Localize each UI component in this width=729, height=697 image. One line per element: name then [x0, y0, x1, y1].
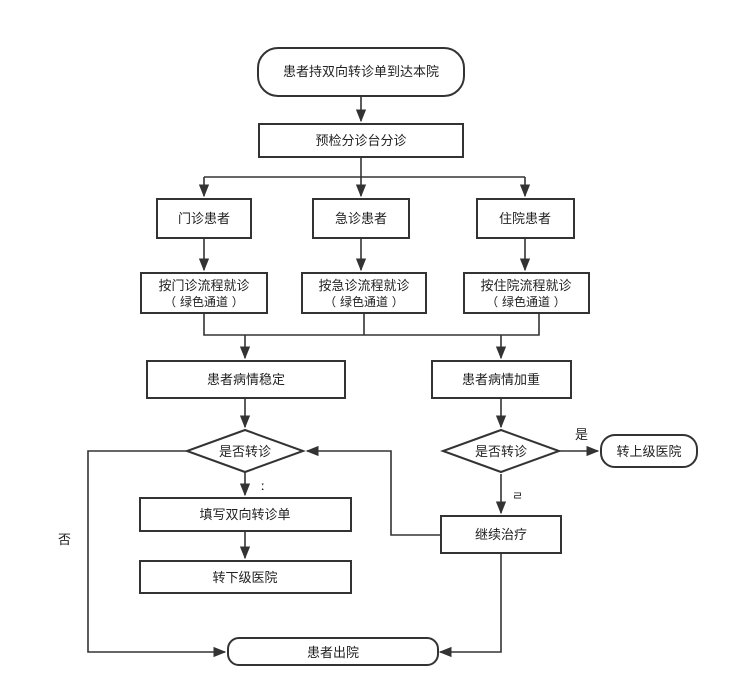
decision-right-node: 是否转诊	[440, 428, 562, 474]
discharge-node: 患者出院	[227, 637, 439, 666]
emergency-flow-node: 按急诊流程就诊 （ 绿色通道 ）	[301, 272, 427, 314]
emergency-node: 急诊患者	[312, 198, 410, 239]
stable-node: 患者病情稳定	[146, 360, 346, 399]
to-upper-label: 转上级医院	[616, 445, 681, 460]
triage-node: 预检分诊台分诊	[258, 123, 464, 158]
decision-right-label: 是否转诊	[475, 445, 527, 460]
edge-label-no-left: 否	[58, 533, 71, 548]
decision-left-label: 是否转诊	[219, 445, 271, 460]
to-upper-node: 转上级医院	[600, 434, 698, 468]
decision-left-node: 是否转诊	[184, 428, 306, 474]
start-node: 患者持双向转诊单到达本院	[257, 47, 465, 97]
inpatient-flow-line1: 按住院流程就诊	[480, 279, 571, 294]
continue-treat-node: 继续治疗	[440, 515, 562, 554]
worse-node: 患者病情加重	[431, 360, 572, 399]
inpatient-node: 住院患者	[476, 198, 575, 239]
outpatient-flow-node: 按门诊流程就诊 （ 绿色通道 ）	[140, 272, 268, 314]
outpatient-node: 门诊患者	[156, 198, 252, 239]
emergency-flow-line1: 按急诊流程就诊	[318, 279, 409, 294]
to-lower-label: 转下级医院	[212, 571, 277, 586]
edge-label-yes-left-mark: ː	[261, 479, 265, 493]
stable-label: 患者病情稳定	[207, 372, 285, 388]
connectors	[87, 96, 600, 658]
emergency-flow-line2: （ 绿色通道 ）	[324, 294, 404, 309]
edge-label-yes-right: 是	[575, 428, 588, 443]
outpatient-label: 门诊患者	[178, 212, 230, 227]
discharge-label: 患者出院	[307, 646, 359, 661]
start-label: 患者持双向转诊单到达本院	[283, 64, 439, 80]
outpatient-flow-line1: 按门诊流程就诊	[158, 279, 249, 294]
worse-label: 患者病情加重	[462, 372, 540, 388]
emergency-label: 急诊患者	[335, 212, 387, 227]
triage-label: 预检分诊台分诊	[315, 134, 406, 149]
fill-form-label: 填写双向转诊单	[199, 507, 290, 523]
to-lower-node: 转下级医院	[139, 560, 352, 594]
edge-label-no-right-mark: ㄹ	[512, 489, 523, 503]
outpatient-flow-line2: （ 绿色通道 ）	[164, 294, 244, 309]
inpatient-flow-line2: （ 绿色通道 ）	[486, 294, 566, 309]
continue-treat-label: 继续治疗	[475, 528, 527, 543]
inpatient-label: 住院患者	[499, 212, 551, 227]
fill-form-node: 填写双向转诊单	[139, 497, 352, 532]
inpatient-flow-node: 按住院流程就诊 （ 绿色通道 ）	[463, 272, 590, 314]
